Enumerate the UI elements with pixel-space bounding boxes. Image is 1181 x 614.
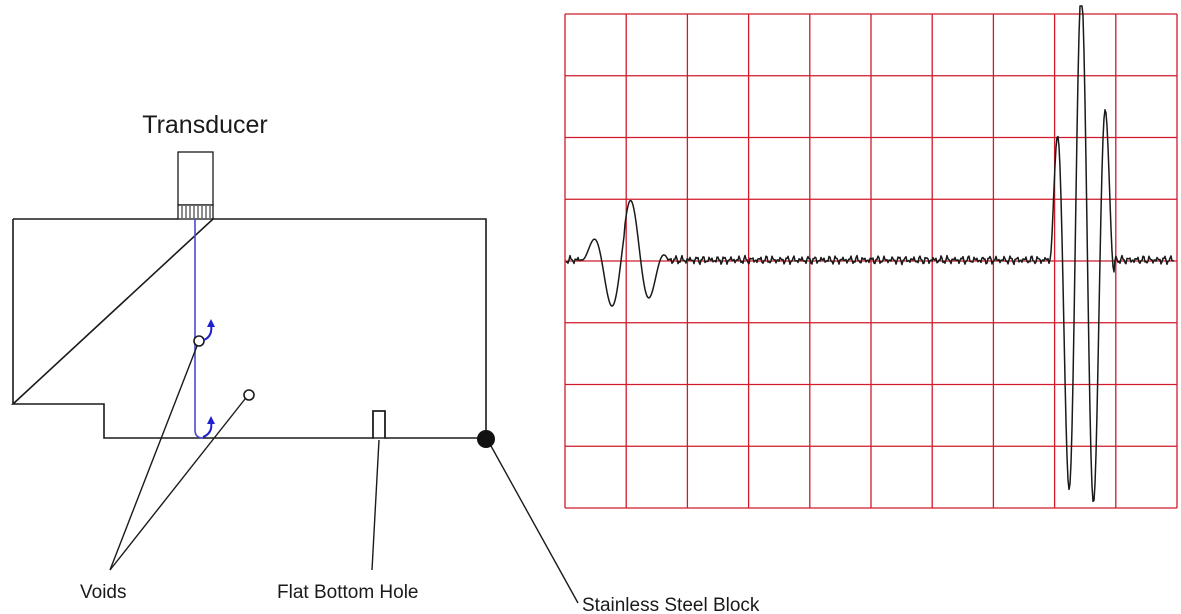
leader-lines xyxy=(109,345,579,604)
steel-block-marker xyxy=(477,430,495,448)
voids-leader-lower xyxy=(109,398,246,571)
voids-leader-upper xyxy=(109,345,198,571)
fbh-leader xyxy=(371,439,380,571)
void-upper xyxy=(193,335,205,347)
transducer-label: Transducer xyxy=(142,111,268,139)
stainless-steel-block-label: Stainless Steel Block xyxy=(582,595,760,614)
curved-arrow-up-icon xyxy=(203,319,215,341)
test-block-schematic: Transducer xyxy=(10,111,760,614)
transducer xyxy=(177,151,214,220)
transducer-housing xyxy=(177,151,214,206)
void-lower xyxy=(243,389,255,401)
a-scan-waveform xyxy=(565,5,1174,503)
flat-bottom-hole xyxy=(372,410,386,439)
block-outline xyxy=(10,218,487,439)
voids-label: Voids xyxy=(80,582,126,603)
curved-arrow-up-icon xyxy=(202,416,215,438)
a-scan-screen xyxy=(564,5,1178,509)
sound-beam-path xyxy=(194,219,204,439)
steel-block-leader xyxy=(490,445,579,604)
transducer-element-hatching xyxy=(181,206,211,218)
transducer-element xyxy=(177,204,214,220)
flat-bottom-hole-label: Flat Bottom Hole xyxy=(277,582,419,603)
